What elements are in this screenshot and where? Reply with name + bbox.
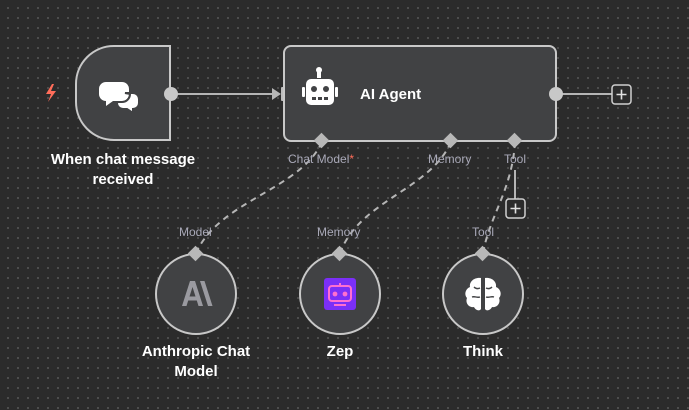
connection-arrow-icon bbox=[272, 88, 281, 100]
chat-model-port[interactable] bbox=[313, 132, 330, 149]
add-tool-button[interactable] bbox=[505, 198, 526, 219]
think-node[interactable] bbox=[442, 253, 524, 335]
agent-output-port[interactable] bbox=[549, 87, 563, 101]
memory-sub-port-label: Memory bbox=[317, 225, 361, 239]
memory-port-label: Memory bbox=[428, 152, 472, 166]
anthropic-node-label: Anthropic Chat Model bbox=[141, 343, 251, 380]
model-port-label: Model bbox=[179, 225, 212, 239]
memory-port[interactable] bbox=[442, 132, 459, 149]
anthropic-logo-icon bbox=[182, 281, 213, 306]
connection-zep-to-memory[interactable] bbox=[339, 141, 452, 254]
connection-think-to-tool[interactable] bbox=[482, 141, 516, 254]
trigger-output-port[interactable] bbox=[164, 87, 178, 101]
brain-icon bbox=[465, 277, 501, 311]
chat-model-port-label: Chat Model* bbox=[288, 152, 355, 166]
agent-add-next-button[interactable] bbox=[611, 84, 632, 105]
anthropic-output-port[interactable] bbox=[187, 245, 204, 262]
think-node-label: Think bbox=[463, 343, 503, 360]
required-asterisk: * bbox=[349, 152, 355, 166]
trigger-node-label: When chat message received bbox=[50, 151, 196, 188]
tool-sub-port-label: Tool bbox=[472, 225, 495, 239]
tool-port-label: Tool bbox=[504, 152, 527, 166]
plus-icon bbox=[616, 89, 627, 100]
ai-agent-label: AI Agent bbox=[360, 86, 422, 103]
plus-icon bbox=[510, 203, 521, 214]
robot-icon bbox=[302, 67, 338, 105]
zep-logo-icon bbox=[324, 278, 356, 310]
tool-port[interactable] bbox=[506, 132, 523, 149]
lightning-icon bbox=[46, 84, 56, 102]
zep-node-label: Zep bbox=[326, 343, 354, 360]
chat-bubbles-icon bbox=[99, 82, 140, 115]
